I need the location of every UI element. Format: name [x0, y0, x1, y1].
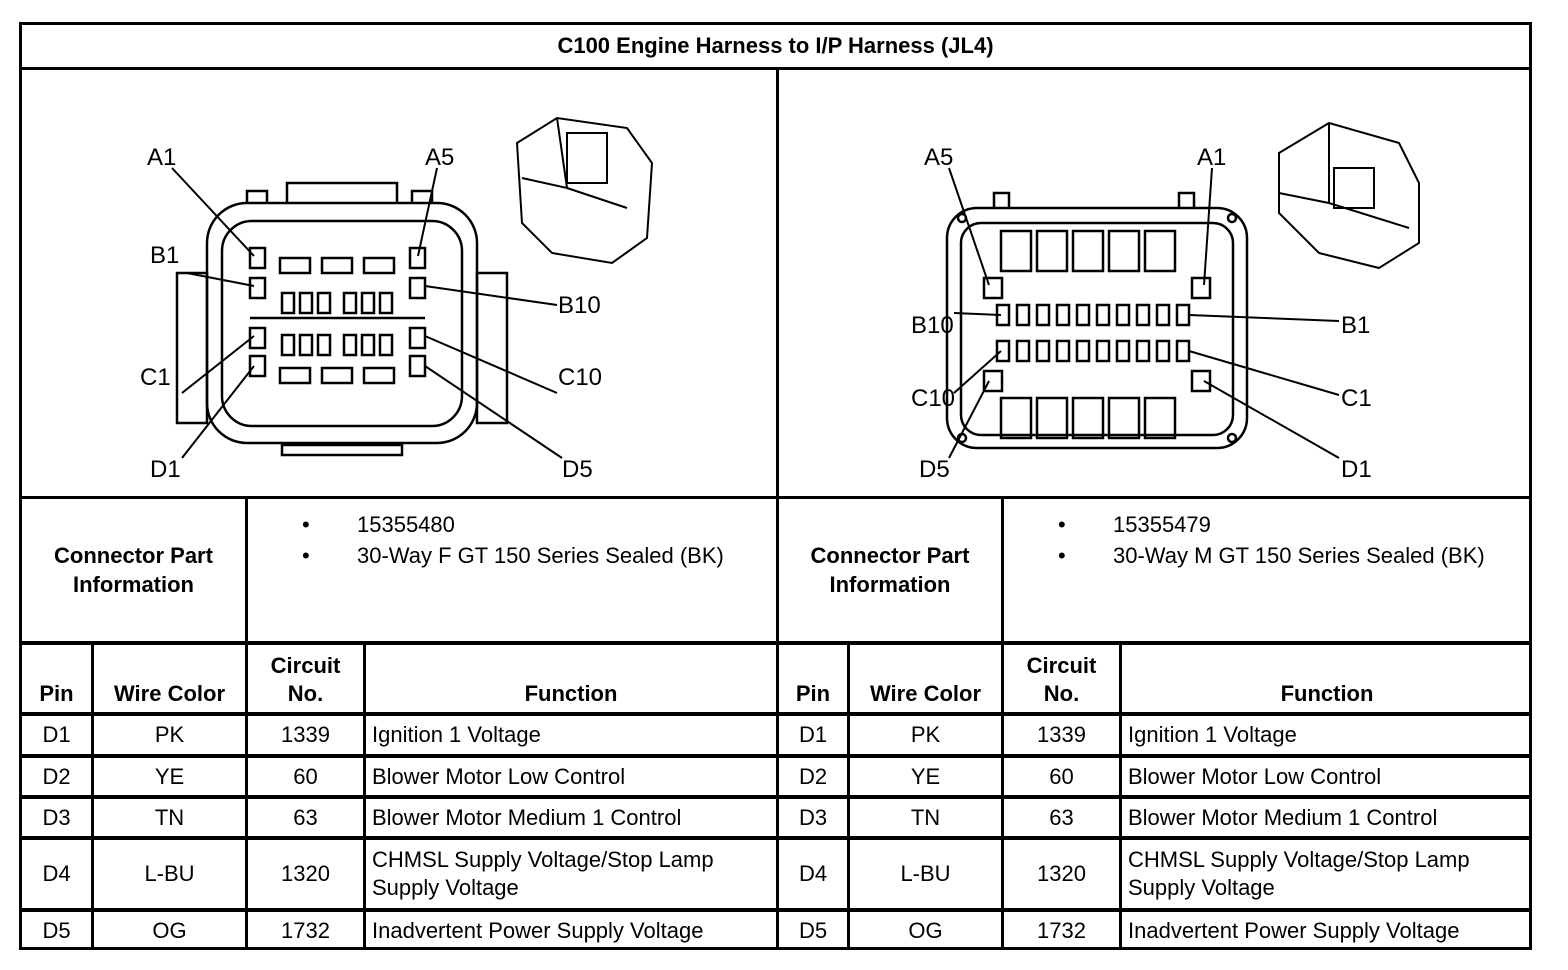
table-cell-pin: D5: [42, 918, 71, 943]
table-cell-circuit: 1320: [281, 861, 330, 886]
table-cell-wire-color: YE: [154, 763, 185, 789]
header-wire-color: Wire Color: [113, 681, 226, 706]
table-cell-pin: D4: [798, 861, 828, 886]
right-label-c1: C1: [1341, 385, 1372, 412]
table-cell-circuit: 1339: [281, 722, 330, 747]
left-connector-info: 15355480 30-Way F GT 150 Series Sealed (…: [302, 509, 772, 571]
right-connector-3d-view: [1278, 121, 1420, 270]
table-cell-wire-color: YE: [910, 763, 941, 789]
table-cell-wire-color: OG: [908, 918, 943, 943]
table-cell-function: Inadvertent Power Supply Voltage: [1128, 918, 1460, 943]
left-label-b10: B10: [558, 292, 601, 319]
header-function: Function: [524, 681, 618, 706]
left-connector-body: [175, 181, 509, 457]
right-label-c10: C10: [911, 385, 955, 412]
header-wire-color: Wire Color: [869, 681, 982, 706]
table-cell-circuit: 63: [293, 804, 318, 830]
table-cell-wire-color: PK: [154, 722, 185, 747]
info-divider: [22, 641, 1532, 645]
table-cell-circuit: 63: [1049, 804, 1074, 830]
table-cell-function: Blower Motor Low Control: [372, 763, 626, 789]
table-cell-pin: D1: [798, 722, 828, 747]
left-label-c10: C10: [558, 364, 602, 391]
table-cell-pin: D4: [42, 861, 71, 886]
row-divider: [22, 836, 1532, 840]
table-cell-pin: D2: [798, 763, 828, 789]
row-divider: [22, 754, 1532, 758]
table-cell-function: CHMSL Supply Voltage/Stop Lamp Supply Vo…: [372, 847, 714, 900]
table-cell-pin: D5: [798, 918, 828, 943]
right-connector-info-label: Connector Part Information: [810, 543, 970, 597]
table-cell-wire-color: L-BU: [144, 861, 195, 886]
left-connector-description: 30-Way F GT 150 Series Sealed (BK): [302, 540, 772, 571]
sheet-title: C100 Engine Harness to I/P Harness (JL4): [22, 25, 1529, 70]
header-circuit-no: Circuit No.: [270, 653, 341, 706]
right-leader-lines: [948, 167, 1340, 459]
table-cell-wire-color: TN: [910, 804, 941, 830]
right-pin-labels: A5 A1 B10 B1 C10 C1 D5 D1: [911, 144, 1372, 483]
left-label-d5: D5: [562, 456, 593, 483]
right-connector-diagram: A5 A1 B10 B1 C10 C1 D5 D1: [911, 121, 1420, 483]
table-cell-wire-color: OG: [152, 918, 187, 943]
row-divider: [22, 712, 1532, 716]
table-cell-circuit: 60: [293, 763, 318, 789]
table-cell-function: Blower Motor Medium 1 Control: [372, 804, 682, 830]
left-connector-diagram: A1 A5 B1 B10 C1 C10 D1 D5: [140, 116, 654, 483]
info-col-divider-right: [1001, 496, 1004, 950]
pinout-sheet: C100 Engine Harness to I/P Harness (JL4): [19, 22, 1532, 950]
table-cell-wire-color: L-BU: [900, 861, 951, 886]
table-cell-pin: D2: [42, 763, 71, 789]
left-leader-lines: [171, 167, 563, 459]
right-label-d5: D5: [919, 456, 950, 483]
left-label-a1: A1: [147, 144, 176, 171]
table-cell-circuit: 1339: [1037, 722, 1086, 747]
row-divider: [22, 908, 1532, 912]
table-cell-circuit: 1320: [1037, 861, 1086, 886]
center-divider: [776, 70, 779, 950]
header-circuit-no: Circuit No.: [1026, 653, 1097, 706]
right-label-a1: A1: [1197, 144, 1226, 171]
left-label-b1: B1: [150, 242, 179, 269]
table-cell-function: Ignition 1 Voltage: [372, 722, 541, 747]
info-col-divider-left: [245, 496, 248, 950]
right-part-number: 15355479: [1058, 509, 1528, 540]
table-cell-pin: D3: [42, 804, 71, 830]
table-cell-function: Blower Motor Low Control: [1128, 763, 1382, 789]
table-cell-pin: D3: [798, 804, 828, 830]
right-label-b1: B1: [1341, 312, 1370, 339]
left-connector-info-label: Connector Part Information: [54, 543, 213, 597]
table-cell-circuit: 60: [1049, 763, 1074, 789]
left-label-a5: A5: [425, 144, 454, 171]
header-pin: Pin: [795, 681, 831, 706]
left-part-number: 15355480: [302, 509, 772, 540]
right-label-d1: D1: [1341, 456, 1372, 483]
table-cell-circuit: 1732: [281, 918, 330, 943]
table-cell-function: Inadvertent Power Supply Voltage: [372, 918, 704, 943]
left-label-d1: D1: [150, 456, 181, 483]
right-connector-body: [945, 191, 1249, 450]
table-cell-wire-color: PK: [910, 722, 941, 747]
right-connector-description: 30-Way M GT 150 Series Sealed (BK): [1058, 540, 1528, 571]
diagram-divider: [22, 496, 1532, 499]
left-connector-3d-view: [515, 116, 654, 265]
header-pin: Pin: [39, 681, 74, 706]
row-divider: [22, 795, 1532, 799]
right-label-a5: A5: [924, 144, 953, 171]
table-cell-pin: D1: [42, 722, 71, 747]
left-label-c1: C1: [140, 364, 171, 391]
header-function: Function: [1280, 681, 1374, 706]
table-cell-function: Ignition 1 Voltage: [1128, 722, 1297, 747]
table-cell-function: Blower Motor Medium 1 Control: [1128, 804, 1438, 830]
left-pin-labels: A1 A5 B1 B10 C1 C10 D1 D5: [140, 144, 602, 483]
right-connector-info: 15355479 30-Way M GT 150 Series Sealed (…: [1058, 509, 1528, 571]
right-label-b10: B10: [911, 312, 954, 339]
table-cell-circuit: 1732: [1037, 918, 1086, 943]
table-cell-function: CHMSL Supply Voltage/Stop Lamp Supply Vo…: [1128, 847, 1470, 900]
table-cell-wire-color: TN: [154, 804, 185, 830]
